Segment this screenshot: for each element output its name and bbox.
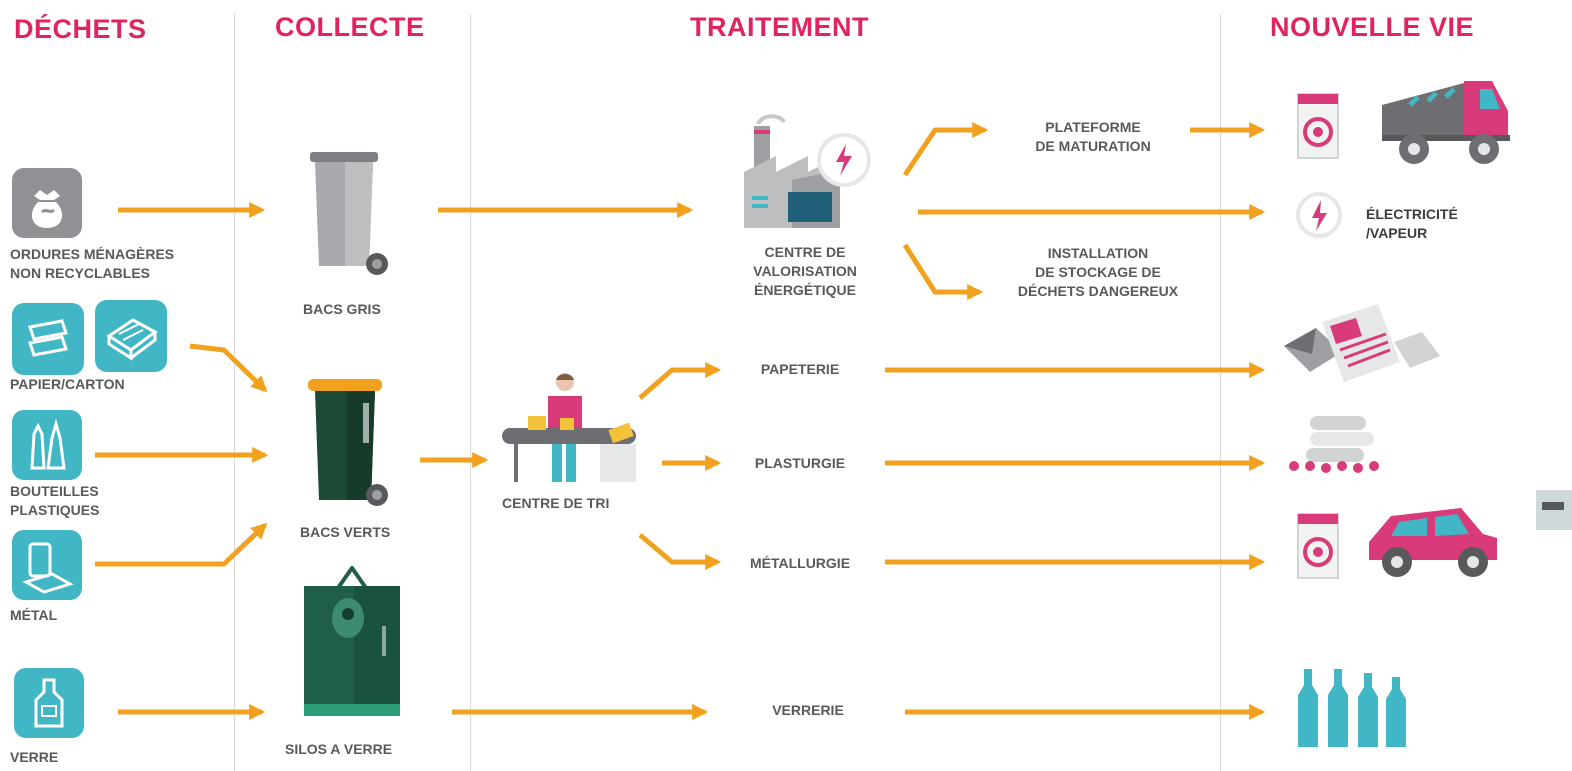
plastic-pipes-icon <box>1289 416 1379 473</box>
arrow-metal-to-bacs-verts <box>95 522 268 567</box>
factory-icon <box>744 114 871 228</box>
lightning-icon <box>1296 192 1342 238</box>
green-bin-icon <box>308 379 388 506</box>
label-stockage: INSTALLATION DE STOCKAGE DE DÉCHETS DANG… <box>1017 245 1179 299</box>
washing-machine-icon <box>1297 93 1339 159</box>
label-centre-de-tri: CENTRE DE TRI <box>502 495 610 511</box>
label-metallurgie: MÉTALLURGIE <box>749 555 851 571</box>
label-bacs-gris: BACS GRIS <box>303 301 381 317</box>
washing-machine-icon <box>1297 513 1339 579</box>
cropped-fragment-icon <box>1536 490 1572 530</box>
arrow-tri-to-papeterie <box>638 361 722 400</box>
newspaper-icon <box>1284 304 1440 382</box>
label-metal: MÉTAL <box>10 607 58 623</box>
label-maturation: PLATEFORME DE MATURATION <box>1035 119 1151 154</box>
heading-traitement: TRAITEMENT <box>690 12 869 42</box>
label-bacs-verts: BACS VERTS <box>300 524 391 540</box>
glass-silo-icon <box>304 566 400 716</box>
car-icon <box>1369 508 1497 577</box>
column-divider <box>234 14 235 771</box>
column-divider <box>1220 14 1221 771</box>
arrow-valorisation-to-maturation <box>902 121 989 177</box>
label-papeterie: PAPETERIE <box>760 361 840 377</box>
truck-icon <box>1382 81 1510 164</box>
heading-dechets: DÉCHETS <box>14 14 147 44</box>
arrow-papier-to-bacs-verts <box>189 343 268 393</box>
grey-bin-icon <box>310 152 388 275</box>
label-papier-carton: PAPIER/CARTON <box>10 376 125 392</box>
label-ordures: ORDURES MÉNAGÈRES NON RECYCLABLES <box>10 246 175 281</box>
heading-collecte: COLLECTE <box>275 12 425 42</box>
label-silos-a-verre: SILOS A VERRE <box>285 741 393 757</box>
label-verre: VERRE <box>10 749 59 765</box>
glass-bottle-icon <box>14 668 84 738</box>
label-valorisation: CENTRE DE VALORISATION ÉNERGÉTIQUE <box>753 244 857 298</box>
bottles-icon <box>1298 669 1406 747</box>
label-plasturgie: PLASTURGIE <box>754 455 846 471</box>
label-verrerie: VERRERIE <box>772 702 844 718</box>
label-electricite-vapeur: ÉLECTRICITÉ /VAPEUR <box>1366 206 1458 241</box>
column-divider <box>470 14 471 771</box>
arrow-valorisation-to-stockage <box>902 243 984 301</box>
sorting-worker-icon <box>502 373 636 482</box>
heading-nouvelle-vie: NOUVELLE VIE <box>1270 12 1475 42</box>
cardboard-icon <box>95 300 167 372</box>
label-bouteilles: BOUTEILLES PLASTIQUES <box>10 483 100 518</box>
paper-icon <box>12 303 84 375</box>
metal-can-icon <box>12 530 82 600</box>
plastic-bottles-icon <box>12 410 82 480</box>
arrow-tri-to-metallurgie <box>638 533 722 571</box>
trash-bag-icon <box>12 168 82 238</box>
